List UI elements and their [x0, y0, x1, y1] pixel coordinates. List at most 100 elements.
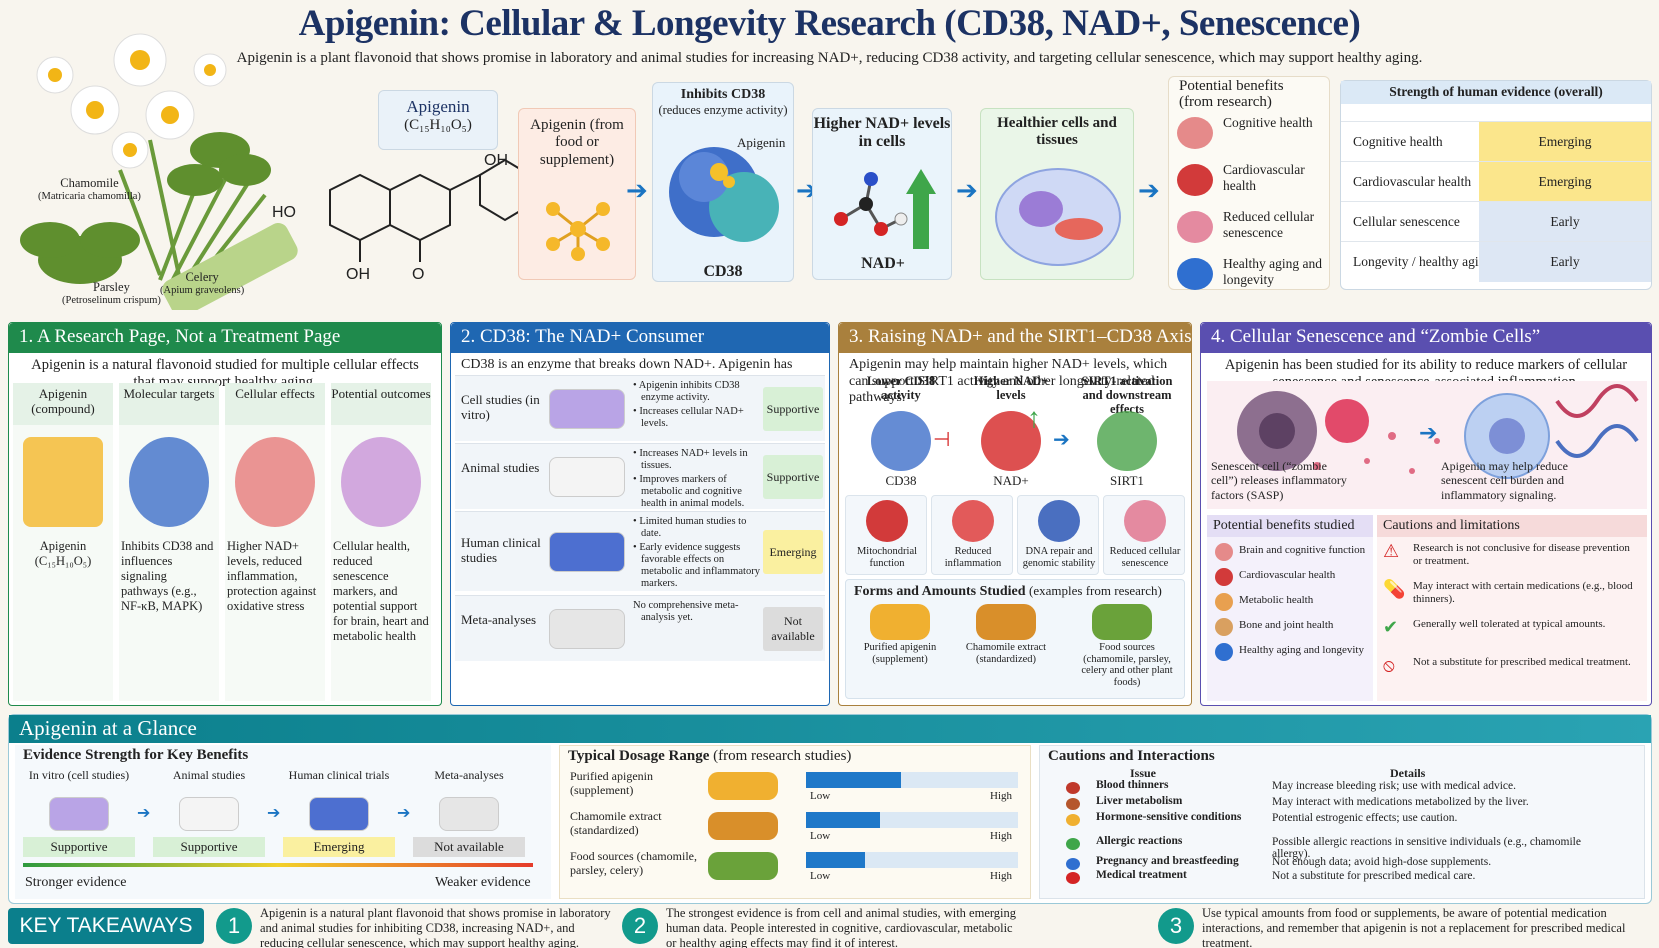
- p4-benefits-title: Potential benefits studied: [1207, 515, 1373, 537]
- evidence-gradient-bar: [23, 863, 533, 867]
- evidence-row-label: Cell studies (in vitro): [461, 392, 540, 422]
- oh-top-label: OH: [484, 152, 508, 169]
- p4-benefit-item: Cardiovascular health: [1239, 569, 1336, 581]
- dosage-box: Typical Dosage Range (from research stud…: [559, 745, 1031, 899]
- p4-cautions-title: Cautions and limitations: [1377, 515, 1647, 537]
- evidence-bullet: • Limited human studies to date.: [633, 516, 747, 540]
- up-arrow-icon: ↑: [1027, 403, 1041, 434]
- celery-label: Celery(Apium graveolens): [160, 270, 245, 296]
- evidence-column-title: Human clinical trials: [288, 768, 390, 782]
- dosage-low-label: Low: [810, 790, 831, 802]
- cd38-icon: [871, 411, 931, 471]
- cell-icon: [235, 437, 315, 527]
- people-icon: [549, 532, 625, 572]
- dosage-high-label: High: [990, 830, 1012, 842]
- evidence-arrow-icon: ➔: [267, 803, 281, 822]
- form-label: Chamomile extract (standardized): [965, 642, 1047, 665]
- evidence-arrow-icon: ➔: [137, 803, 151, 822]
- takeaway-text: Use typical amounts from food or supplem…: [1202, 906, 1626, 948]
- axis-effect-label: DNA repair and genomic stability: [1022, 546, 1096, 569]
- p4-benefit-item: Brain and cognitive function: [1239, 544, 1366, 556]
- ci-issue: Liver metabolism: [1096, 795, 1183, 807]
- petri-dish-icon: [549, 389, 625, 429]
- panel-sirt1-heading: 3. Raising NAD+ and the SIRT1–CD38 Axis: [839, 323, 1191, 353]
- sirt1-icon: [1097, 411, 1157, 471]
- p4-benefit-item: Healthy aging and longevity: [1239, 644, 1364, 656]
- check-leaf-icon: ✔: [1383, 617, 1399, 638]
- dosage-high-label: High: [990, 870, 1012, 882]
- weaker-evidence-label: Weaker evidence: [435, 875, 531, 890]
- inhibit-icon: ⊣: [933, 427, 951, 451]
- strength-row-label: Longevity / healthy aging: [1353, 254, 1493, 269]
- p4-benefit-item: Bone and joint health: [1239, 619, 1334, 631]
- axis-effect-label: Reduced inflammation: [944, 546, 1002, 569]
- evidence-row-label: Human clinical studies: [461, 535, 541, 565]
- cd38-protein-icon: [669, 147, 779, 242]
- parsley-label: Parsley(Petroselinum crispum): [62, 280, 161, 306]
- evidence-bullet: • Improves markers of metabolic and cogn…: [633, 474, 745, 510]
- evidence-row: Cell studies (in vitro) • Apigenin inhibi…: [455, 375, 825, 441]
- p4-caution-item: Not a substitute for prescribed medical …: [1413, 656, 1631, 668]
- person-icon: [1215, 643, 1233, 661]
- senescent-caption: Senescent cell (“zombie cell”) releases …: [1211, 459, 1347, 502]
- benefits-title: Potential benefits (from research): [1179, 78, 1284, 110]
- ci-detail: May interact with medications metabolize…: [1272, 796, 1529, 808]
- ci-issue: Medical treatment: [1096, 869, 1187, 881]
- metabolism-icon: [1215, 593, 1233, 611]
- axis-effect: Mitochondrial function: [845, 495, 927, 575]
- evidence-column-badge: Not available: [413, 837, 525, 857]
- benefit-item: Reduced cellular senescence: [1177, 207, 1327, 251]
- dosage-bar-fill: [806, 772, 902, 788]
- evidence-bullet: • Apigenin inhibits CD38 enzyme activity…: [633, 380, 740, 404]
- benefit-item: Cardiovascular health: [1177, 160, 1327, 204]
- evidence-row-label: Meta-analyses: [461, 612, 537, 627]
- axis-effect-label: Mitochondrial function: [856, 546, 918, 569]
- strength-level-badge: Emerging: [1479, 162, 1651, 202]
- benefit-item: Healthy aging and longevity: [1177, 254, 1327, 298]
- page-subtitle: Apigenin is a plant flavonoid that shows…: [236, 50, 1423, 66]
- o-label: O: [412, 266, 425, 283]
- petri-dish-icon: [49, 797, 109, 831]
- research-column-text: Cellular health, reduced senescence mark…: [333, 539, 429, 643]
- flow-step-nad: Higher NAD+ levels in cells NAD+: [812, 108, 952, 280]
- research-column-title: Potential outcomes: [331, 383, 431, 425]
- dosage-bar: [806, 812, 1018, 828]
- vegetables-icon: [708, 852, 778, 880]
- ci-detail: May increase bleeding risk; use with med…: [1272, 780, 1516, 792]
- evidence-bullets: • Apigenin inhibits CD38 enzyme activity…: [633, 380, 763, 432]
- evidence-badge: Supportive: [763, 387, 823, 431]
- dosage-bar-fill: [806, 812, 881, 828]
- strength-row-label: Cognitive health: [1353, 134, 1443, 149]
- evidence-badge: Not available: [763, 607, 823, 651]
- nad-molecule-icon: [834, 169, 936, 249]
- warning-icon: ⚠: [1383, 541, 1400, 562]
- ci-issue: Allergic reactions: [1096, 835, 1183, 847]
- allergy-icon: [1066, 838, 1080, 850]
- form-label: Food sources (chamomile, parsley, celery…: [1081, 642, 1173, 688]
- tea-cup-icon: [708, 812, 778, 840]
- ci-issue: Blood thinners: [1096, 779, 1169, 791]
- panel-sirt1-intro: Apigenin may help maintain higher NAD+ l…: [849, 357, 1168, 406]
- dosage-low-label: Low: [810, 870, 831, 882]
- blood-drop-icon: [1066, 782, 1080, 794]
- ci-issue-header: Issue: [1130, 766, 1157, 780]
- flow-arrow-icon: ➔: [1138, 176, 1160, 206]
- p4-cautions-box: Cautions and limitations ⚠Research is no…: [1377, 515, 1647, 701]
- strength-row-label: Cellular senescence: [1353, 214, 1460, 229]
- panel-senescence: 4. Cellular Senescence and “Zombie Cells…: [1200, 322, 1652, 706]
- p4-benefit-item: Metabolic health: [1239, 594, 1314, 606]
- form-label: Purified apigenin (supplement): [863, 642, 937, 665]
- senescence-arrow-icon: ➔: [1419, 421, 1438, 446]
- molecule-cluster-icon: [546, 202, 610, 261]
- apigenin-caption: Apigenin may help reduce senescent cell …: [1441, 459, 1568, 502]
- capsule-icon: [870, 604, 930, 640]
- research-column-text: Inhibits CD38 and influences signaling p…: [121, 539, 214, 613]
- takeaway-number: 1: [216, 908, 252, 944]
